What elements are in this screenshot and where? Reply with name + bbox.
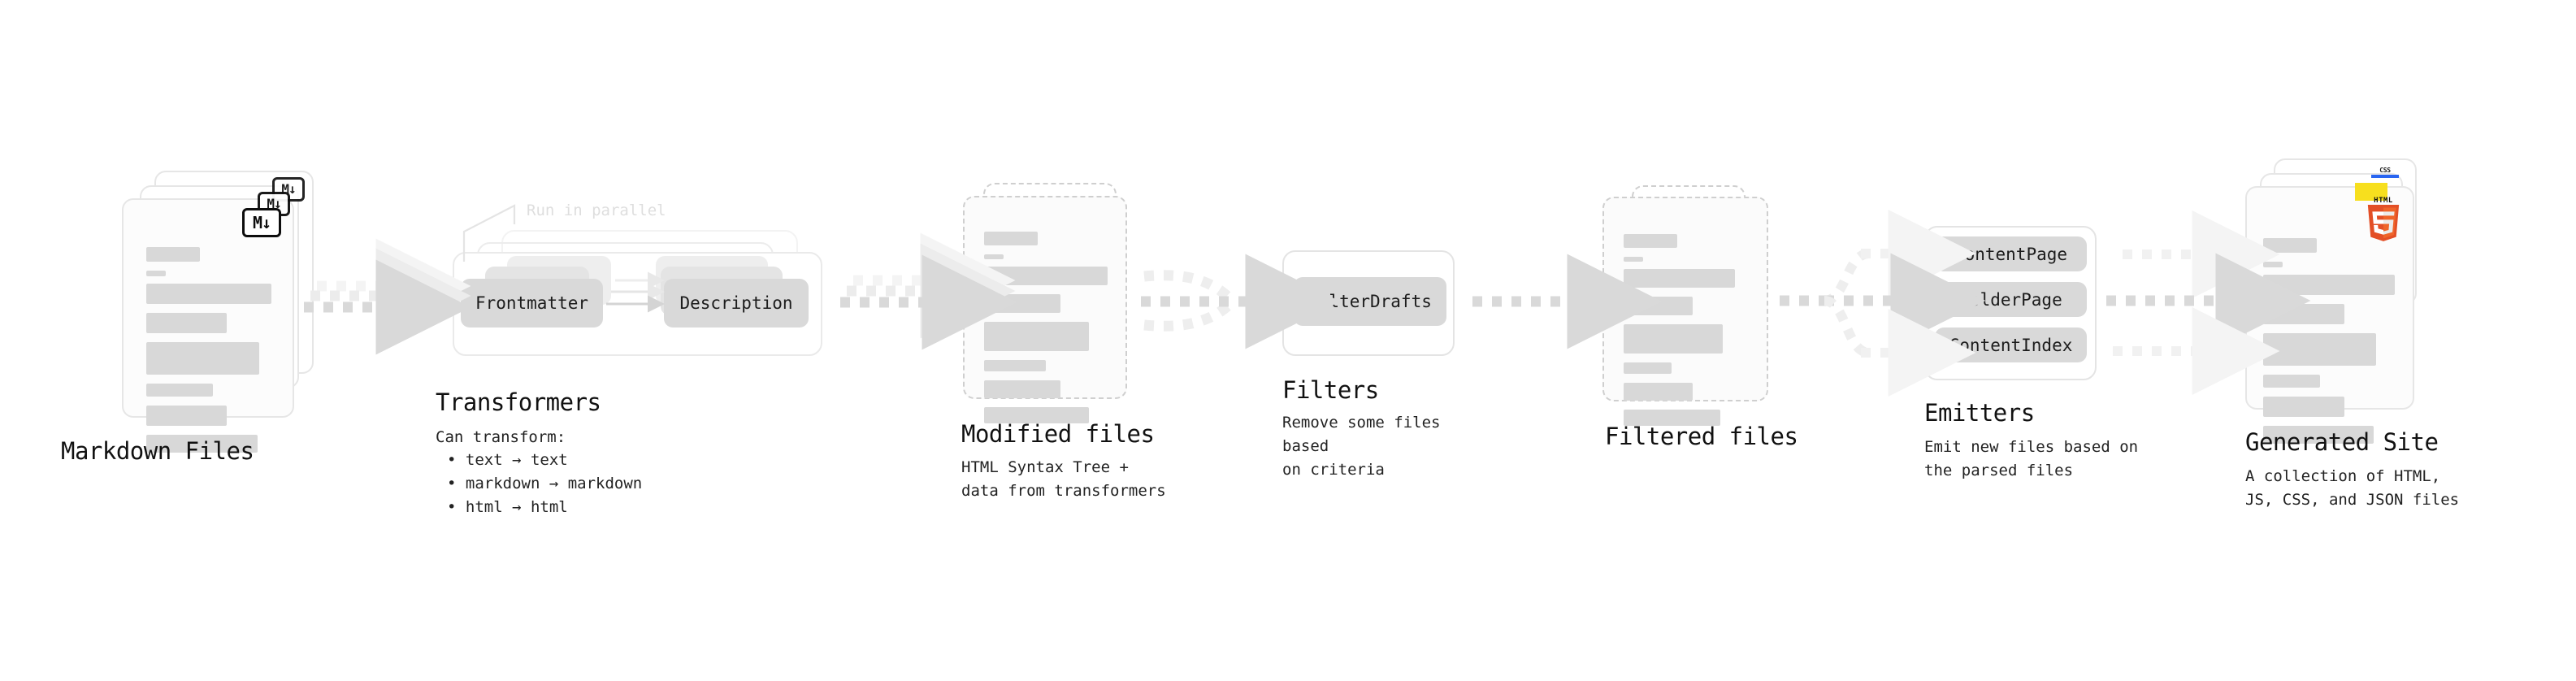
filtered-files-title: Filtered files <box>1605 423 1798 450</box>
filters-title: Filters <box>1282 376 1379 404</box>
html5-shield <box>2366 205 2401 241</box>
bullet-text: markdown → markdown <box>465 474 643 492</box>
stage-markdown-files: M↓ M↓ M↓ Markdown Files <box>61 163 333 465</box>
markdown-logo-icon: M↓ <box>242 208 281 237</box>
css3-label: CSS <box>2379 167 2391 174</box>
filtered-placeholder-bars <box>1624 234 1749 435</box>
run-in-parallel-label: Run in parallel <box>527 202 666 219</box>
generated-site-subtitle: A collection of HTML, JS, CSS, and JSON … <box>2245 467 2460 509</box>
modified-placeholder-bars <box>984 232 1108 432</box>
stage-transformers: Run in parallel Frontmatter Description … <box>436 195 833 516</box>
transformers-subtitle: Can transform: <box>436 428 566 446</box>
markdown-card-front <box>122 198 294 453</box>
css3-underline <box>2371 175 2399 178</box>
js-logo-icon <box>2355 183 2387 201</box>
emitters-subtitle: Emit new files based on the parsed files <box>1924 438 2139 479</box>
bullet-text: html → html <box>465 497 568 516</box>
filters-subtitle: Remove some files based on criteria <box>1282 414 1441 479</box>
folderpage-pill[interactable]: FolderPage <box>1935 282 2087 317</box>
transformers-bullet-1: • markdown → markdown <box>447 474 643 492</box>
contentpage-pill[interactable]: ContentPage <box>1935 236 2087 271</box>
transformers-bullet-2: • html → html <box>447 497 568 516</box>
stage-filtered-files: Filtered files <box>1602 185 1806 462</box>
modified-card-front <box>963 196 1127 423</box>
html5-logo-icon: HTML <box>2366 197 2401 241</box>
generated-site-title: Generated Site <box>2245 428 2439 456</box>
html5-shield-svg <box>2367 205 2400 241</box>
contentindex-pill[interactable]: ContentIndex <box>1935 327 2087 362</box>
modified-files-subtitle: HTML Syntax Tree + data from transformer… <box>961 458 1166 500</box>
frontmatter-pill[interactable]: Frontmatter <box>461 279 603 327</box>
transformers-title: Transformers <box>436 388 601 416</box>
filterdrafts-pill[interactable]: FilterDrafts <box>1294 277 1446 326</box>
site-placeholder-bars <box>2263 238 2395 453</box>
markdown-files-title: Markdown Files <box>61 437 254 465</box>
description-pill[interactable]: Description <box>664 279 809 327</box>
markdown-placeholder-bars <box>146 247 271 462</box>
transformers-bullets: • text → text • markdown → markdown • ht… <box>436 449 642 519</box>
emitters-title: Emitters <box>1924 399 2035 427</box>
stage-emitters: ContentPage FolderPage ContentIndex Emit… <box>1924 226 2160 486</box>
stage-generated-site: CSS HTML Generated Site A collection of … <box>2245 158 2489 509</box>
css3-logo-icon: CSS <box>2371 167 2399 179</box>
html5-label: HTML <box>2374 197 2393 205</box>
transformers-bullet-0: • text → text <box>447 451 568 469</box>
bullet-text: text → text <box>465 451 568 469</box>
filtered-card-front <box>1602 197 1768 426</box>
stage-modified-files: Modified files HTML Syntax Tree + data f… <box>961 183 1166 500</box>
modified-files-title: Modified files <box>961 420 1155 448</box>
connector-transformers-to-modified <box>840 232 1017 350</box>
stage-filters: FilterDrafts Filters Remove some files b… <box>1282 250 1494 494</box>
